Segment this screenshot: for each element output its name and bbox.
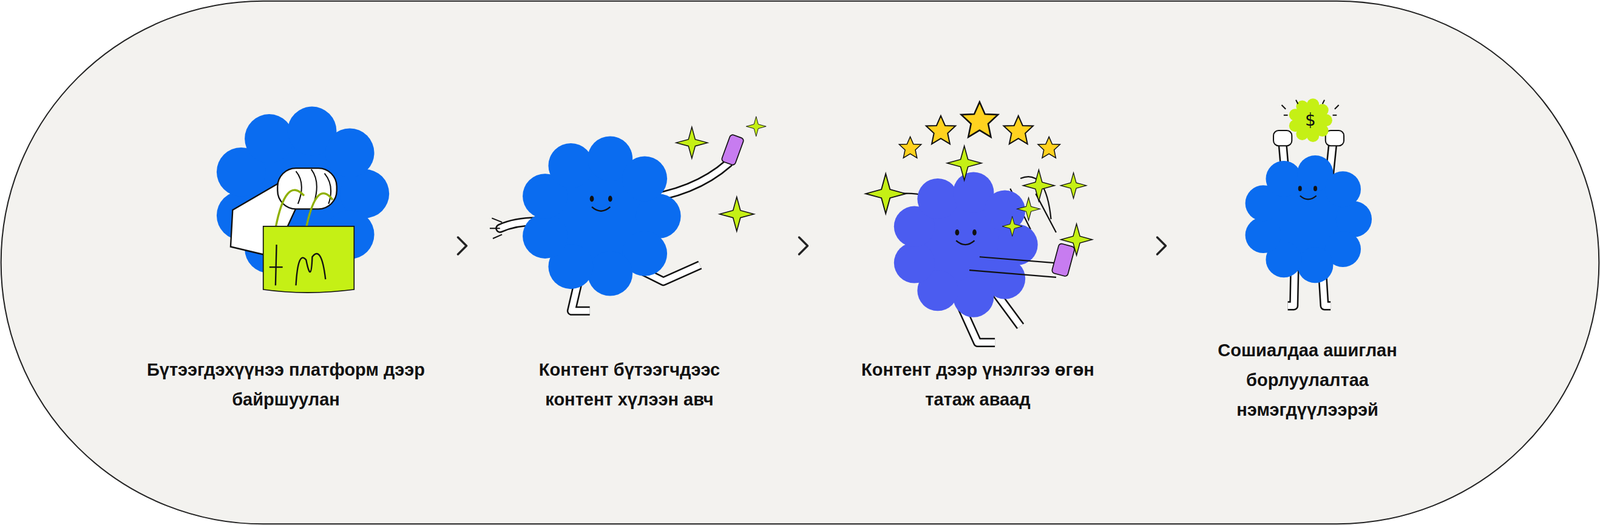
chevron-path [799, 237, 808, 255]
currency-symbol: $ [1298, 110, 1323, 130]
step-4-illustration [1245, 98, 1372, 306]
chevron-path [458, 237, 467, 255]
step-chevron [458, 237, 467, 255]
step-chevron [799, 237, 808, 255]
step-caption: Бүтээгдэхүүнээ платформ дээр байршуулан [140, 355, 432, 415]
chevron-path [1157, 237, 1167, 255]
step-caption: Сошиалдаа ашиглан борлуулалтаа нэмэгдүүл… [1198, 335, 1417, 425]
step-3-illustration [865, 101, 1092, 343]
step-1-illustration [216, 106, 390, 293]
step-caption: Контент бүтээгчдээс контент хүлээн авч [511, 355, 748, 415]
step-node: Контент бүтээгчдээс контент хүлээн авч [485, 103, 774, 421]
step-node: Сошиалдаа ашиглан борлуулалтаа нэмэгдүүл… [1198, 103, 1417, 431]
step-node: Бүтээгдэхүүнээ платформ дээр байршуулан [134, 103, 438, 421]
step-node: Контент дээр үнэлгээ өгөн татаж аваад [832, 103, 1124, 421]
step-caption: Контент дээр үнэлгээ өгөн татаж аваад [838, 355, 1118, 415]
step-2-illustration [489, 116, 767, 311]
step-chevron [1157, 237, 1167, 255]
